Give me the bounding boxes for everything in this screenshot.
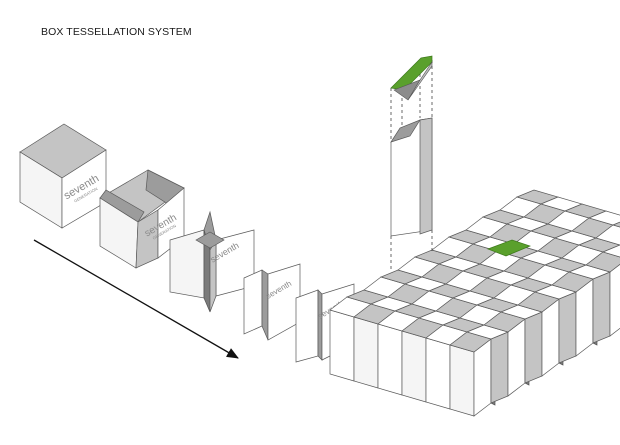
stage-star-fold: seventh [169, 210, 255, 313]
tess-wall-left [401, 330, 427, 403]
tess-wall-left [353, 316, 379, 389]
progression-arrow [33, 239, 239, 359]
tess-wall-front [609, 263, 620, 337]
tess-cell [595, 224, 620, 246]
tess-wall-front [473, 338, 492, 417]
tess-cell [577, 237, 620, 253]
tessellation-walls [329, 263, 620, 417]
tess-cell [587, 210, 620, 226]
tess-wall-left [449, 344, 475, 417]
tess-cell [585, 251, 620, 273]
green-lid-inset [487, 239, 531, 257]
tess-wall-left [329, 309, 355, 382]
tess-cell [601, 244, 620, 258]
stage-pinched-box: seventh GENERATION [99, 169, 185, 269]
diagram-title: BOX TESSELLATION SYSTEM [41, 26, 192, 38]
tess-wall-front [592, 271, 611, 344]
tess-wall-front [490, 331, 509, 404]
green-lid [390, 55, 433, 101]
stage-flat-fold: seventh [243, 263, 301, 341]
tess-wall-front [507, 318, 526, 397]
exploded-box [390, 55, 433, 270]
tess-wall-front [541, 298, 560, 377]
tess-wall-front [524, 311, 543, 384]
tess-cell [611, 221, 620, 228]
tess-wall-left [377, 323, 403, 396]
tess-wall-front [575, 278, 594, 357]
tess-wall-front [558, 291, 577, 364]
tess-wall-left [425, 337, 451, 410]
stage-closed-box: seventh GENERATION [19, 123, 107, 229]
